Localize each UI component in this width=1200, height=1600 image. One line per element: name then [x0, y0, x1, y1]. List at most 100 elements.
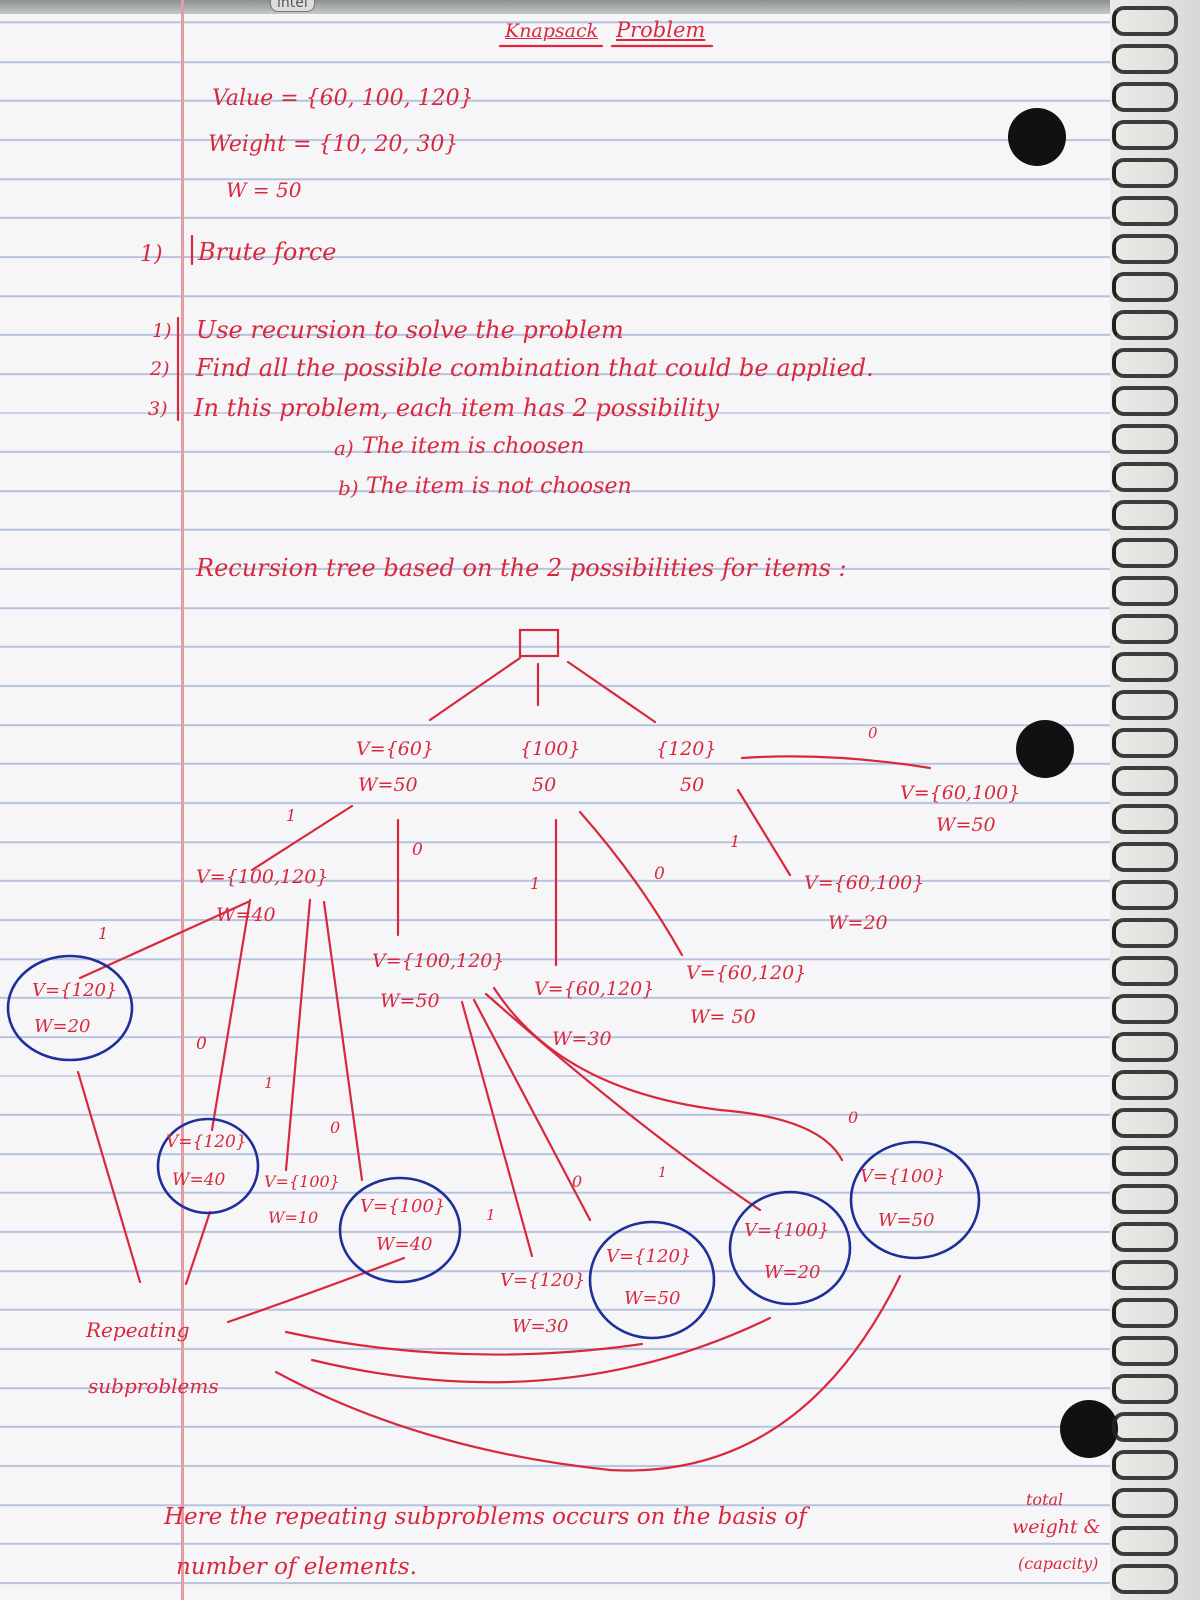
- spiral-coil: [1112, 804, 1178, 834]
- possibility-b-text: The item is not choosen: [366, 474, 632, 499]
- spiral-coil: [1112, 1032, 1178, 1062]
- node-v100-120-b-value: V={100,120}: [372, 950, 505, 972]
- step-1-text: Use recursion to solve the problem: [196, 316, 624, 344]
- circled-v120-w40-weight: W=40: [172, 1170, 226, 1190]
- punch-hole: [1008, 108, 1066, 166]
- spiral-coil: [1112, 6, 1178, 36]
- circled-v120-w20-value: V={120}: [32, 980, 118, 1001]
- spiral-binding: [1110, 0, 1200, 1600]
- node-v60-100-b-weight: W=20: [828, 912, 888, 934]
- spiral-coil: [1112, 348, 1178, 378]
- circled-v120-w40-value: V={120}: [166, 1132, 247, 1152]
- conclusion-aside-3: (capacity): [1018, 1554, 1099, 1573]
- spiral-coil: [1112, 272, 1178, 302]
- spiral-coil: [1112, 728, 1178, 758]
- circled-v100-w20-value: V={100}: [744, 1220, 830, 1241]
- punch-hole: [1016, 720, 1074, 778]
- section-number: 1): [140, 242, 163, 267]
- node-v100-weight: 50: [532, 774, 557, 796]
- circled-v100-w40-value: V={100}: [360, 1196, 446, 1217]
- spiral-coil: [1112, 956, 1178, 986]
- circled-v100-w50-value: V={100}: [860, 1166, 946, 1187]
- spiral-coil: [1112, 1412, 1178, 1442]
- circled-v100-w20-weight: W=20: [764, 1262, 821, 1283]
- step-1-number: 1): [152, 320, 172, 342]
- section-title: Brute force: [198, 238, 337, 266]
- spiral-coil: [1112, 196, 1178, 226]
- spiral-coil: [1112, 120, 1178, 150]
- spiral-coil: [1112, 1108, 1178, 1138]
- node-v120-w30-weight: W=30: [512, 1316, 569, 1337]
- weight-array: Weight = {10, 20, 30}: [208, 132, 459, 157]
- circled-v120-w20-weight: W=20: [34, 1016, 91, 1037]
- circled-v120-w50-value: V={120}: [606, 1246, 692, 1267]
- edge-label-zero: 0: [868, 724, 878, 742]
- node-v60-120-a-value: V={60,120}: [534, 978, 655, 1000]
- background-strip: intel: [0, 0, 1200, 14]
- step-3-text: In this problem, each item has 2 possibi…: [194, 394, 720, 422]
- spiral-coil: [1112, 500, 1178, 530]
- spiral-coil: [1112, 424, 1178, 454]
- node-v60-100-b-value: V={60,100}: [804, 872, 925, 894]
- spiral-coil: [1112, 234, 1178, 264]
- circled-v100-w50-weight: W=50: [878, 1210, 935, 1231]
- possibility-b-label: b): [338, 476, 359, 500]
- conclusion-line-1: Here the repeating subproblems occurs on…: [164, 1504, 807, 1530]
- tree-caption: Recursion tree based on the 2 possibilit…: [196, 554, 847, 582]
- conclusion-aside-1: total: [1026, 1490, 1064, 1509]
- circled-v100-w40-weight: W=40: [376, 1234, 433, 1255]
- capacity-value: W = 50: [226, 178, 302, 202]
- edge-label-one: 1: [730, 832, 741, 851]
- spiral-coil: [1112, 1450, 1178, 1480]
- edge-label-one: 1: [658, 1165, 667, 1181]
- spiral-coil: [1112, 82, 1178, 112]
- spiral-coil: [1112, 158, 1178, 188]
- spiral-coil: [1112, 766, 1178, 796]
- spiral-coil: [1112, 690, 1178, 720]
- spiral-coil: [1112, 842, 1178, 872]
- value-array: Value = {60, 100, 120}: [212, 86, 474, 111]
- node-v60-100-top-value: V={60,100}: [900, 782, 1021, 804]
- spiral-coil: [1112, 44, 1178, 74]
- node-v100-w10-value: V={100}: [264, 1172, 340, 1191]
- possibility-a-label: a): [334, 436, 354, 460]
- edge-label-one: 1: [264, 1074, 274, 1092]
- conclusion-aside-2: weight &: [1012, 1516, 1101, 1538]
- node-v60-120-b-weight: W= 50: [690, 1006, 756, 1028]
- node-v60-120-a-weight: W=30: [552, 1028, 612, 1050]
- edge-label-one: 1: [486, 1206, 496, 1224]
- title-word-2: Problem: [616, 18, 706, 42]
- spiral-coil: [1112, 1488, 1178, 1518]
- spiral-coil: [1112, 994, 1178, 1024]
- spiral-coil: [1112, 614, 1178, 644]
- step-2-number: 2): [150, 358, 170, 380]
- spiral-coil: [1112, 1374, 1178, 1404]
- spiral-coil: [1112, 1184, 1178, 1214]
- node-v60-value: V={60}: [356, 738, 434, 760]
- node-v100-120-a-value: V={100,120}: [196, 866, 329, 888]
- spiral-coil: [1112, 1260, 1178, 1290]
- spiral-coil: [1112, 1336, 1178, 1366]
- node-v100-120-b-weight: W=50: [380, 990, 440, 1012]
- spiral-coil: [1112, 1564, 1178, 1594]
- edge-label-zero: 0: [572, 1172, 583, 1191]
- node-v60-120-b-value: V={60,120}: [686, 962, 807, 984]
- step-3-number: 3): [148, 398, 168, 420]
- node-v100-120-a-weight: W=40: [216, 904, 276, 926]
- spiral-coil: [1112, 1526, 1178, 1556]
- punch-hole: [1060, 1400, 1118, 1458]
- node-v120-weight: 50: [680, 774, 705, 796]
- edge-label-zero: 0: [848, 1108, 859, 1127]
- spiral-coil: [1112, 1222, 1178, 1252]
- edge-label-one: 1: [286, 806, 297, 825]
- spiral-coil: [1112, 538, 1178, 568]
- spiral-coil: [1112, 880, 1178, 910]
- spiral-coil: [1112, 462, 1178, 492]
- edge-label-zero: 0: [412, 840, 423, 860]
- edge-label-zero: 0: [654, 864, 665, 884]
- node-v100-value: {100}: [520, 738, 581, 760]
- node-v60-weight: W=50: [358, 774, 418, 796]
- spiral-coil: [1112, 386, 1178, 416]
